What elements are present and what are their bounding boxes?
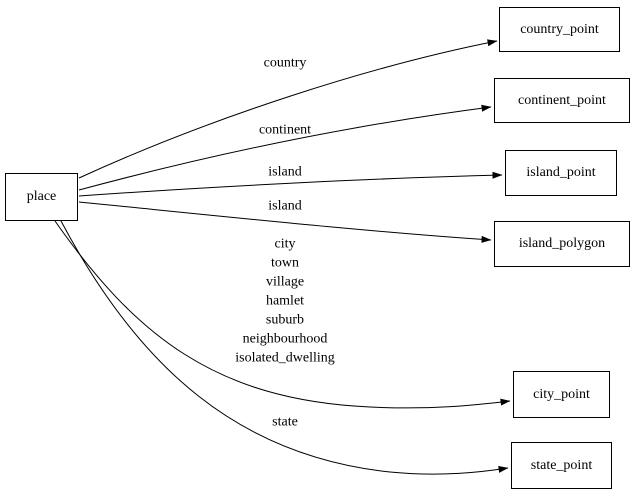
edge-place-island_polygon bbox=[78, 201, 492, 243]
node-country-point: country_point bbox=[499, 7, 620, 52]
edge-label-city-group: city town village hamlet suburb neighbou… bbox=[235, 236, 335, 366]
edge-label-island-point: island bbox=[268, 164, 302, 180]
node-place: place bbox=[5, 173, 78, 221]
node-island-polygon: island_polygon bbox=[494, 221, 630, 267]
node-continent-point: continent_point bbox=[494, 78, 630, 123]
node-island-point-label: island_point bbox=[526, 165, 596, 180]
edge-label-country: country bbox=[263, 55, 307, 71]
node-island-polygon-label: island_polygon bbox=[518, 236, 606, 251]
node-country-point-label: country_point bbox=[520, 21, 599, 37]
edge-label-continent: continent bbox=[258, 122, 312, 138]
node-state-point: state_point bbox=[511, 442, 612, 489]
node-place-label: place bbox=[26, 189, 57, 204]
edge-place-continent_point bbox=[78, 104, 492, 191]
edge-label-state: state bbox=[272, 414, 298, 430]
node-city-point-label: city_point bbox=[533, 386, 590, 402]
edge-label-island-polygon: island bbox=[268, 198, 302, 214]
edge-place-city_point bbox=[54, 220, 511, 409]
node-city-point: city_point bbox=[513, 371, 610, 418]
edge-place-country_point bbox=[78, 39, 498, 179]
node-continent-point-label: continent_point bbox=[518, 92, 606, 108]
node-island-point: island_point bbox=[505, 150, 617, 196]
edge-place-island_point bbox=[78, 171, 503, 197]
node-state-point-label: state_point bbox=[530, 457, 593, 473]
edge-place-state_point bbox=[60, 220, 509, 475]
